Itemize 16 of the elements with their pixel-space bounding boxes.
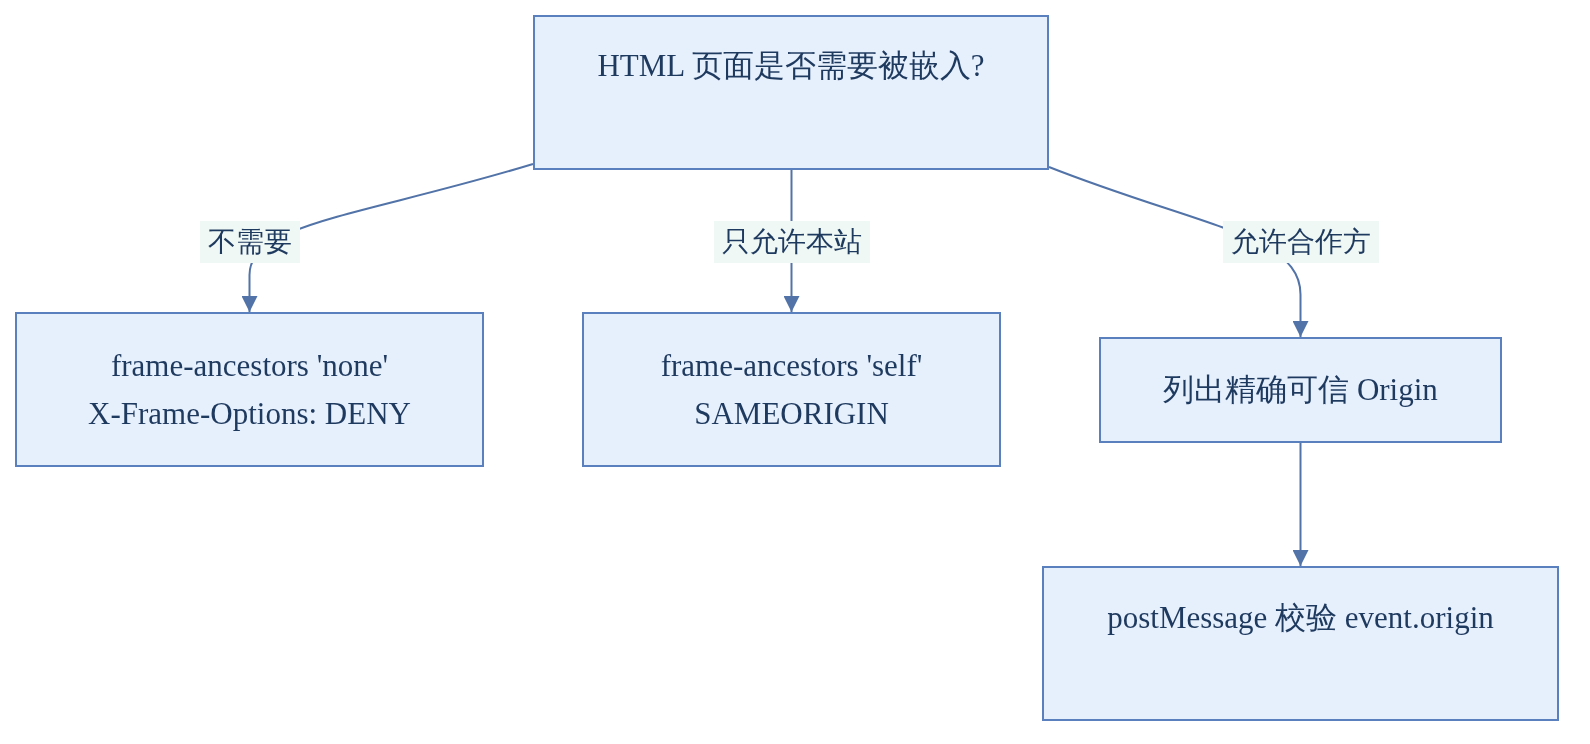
- edge-label: 只允许本站: [713, 221, 870, 263]
- step-text: SAMEORIGIN: [694, 394, 889, 433]
- process-box: [1042, 566, 1559, 721]
- question-text: HTML 页面是否需要被嵌入?: [597, 47, 985, 85]
- step-text: frame-ancestors 'none': [110, 346, 389, 385]
- process-box: [15, 312, 484, 467]
- edge-label: 允许合作方: [1222, 221, 1379, 263]
- edge-label: 不需要: [199, 221, 300, 263]
- step-text: postMessage 校验 event.origin: [1107, 599, 1494, 637]
- process-box: [1099, 337, 1502, 443]
- step-text: X-Frame-Options: DENY: [88, 394, 411, 433]
- arrow: [1292, 442, 1309, 567]
- question-box: [533, 15, 1049, 170]
- step-text: 列出精确可信 Origin: [1163, 371, 1438, 409]
- step-text: frame-ancestors 'self': [660, 346, 923, 385]
- process-box: [582, 312, 1001, 467]
